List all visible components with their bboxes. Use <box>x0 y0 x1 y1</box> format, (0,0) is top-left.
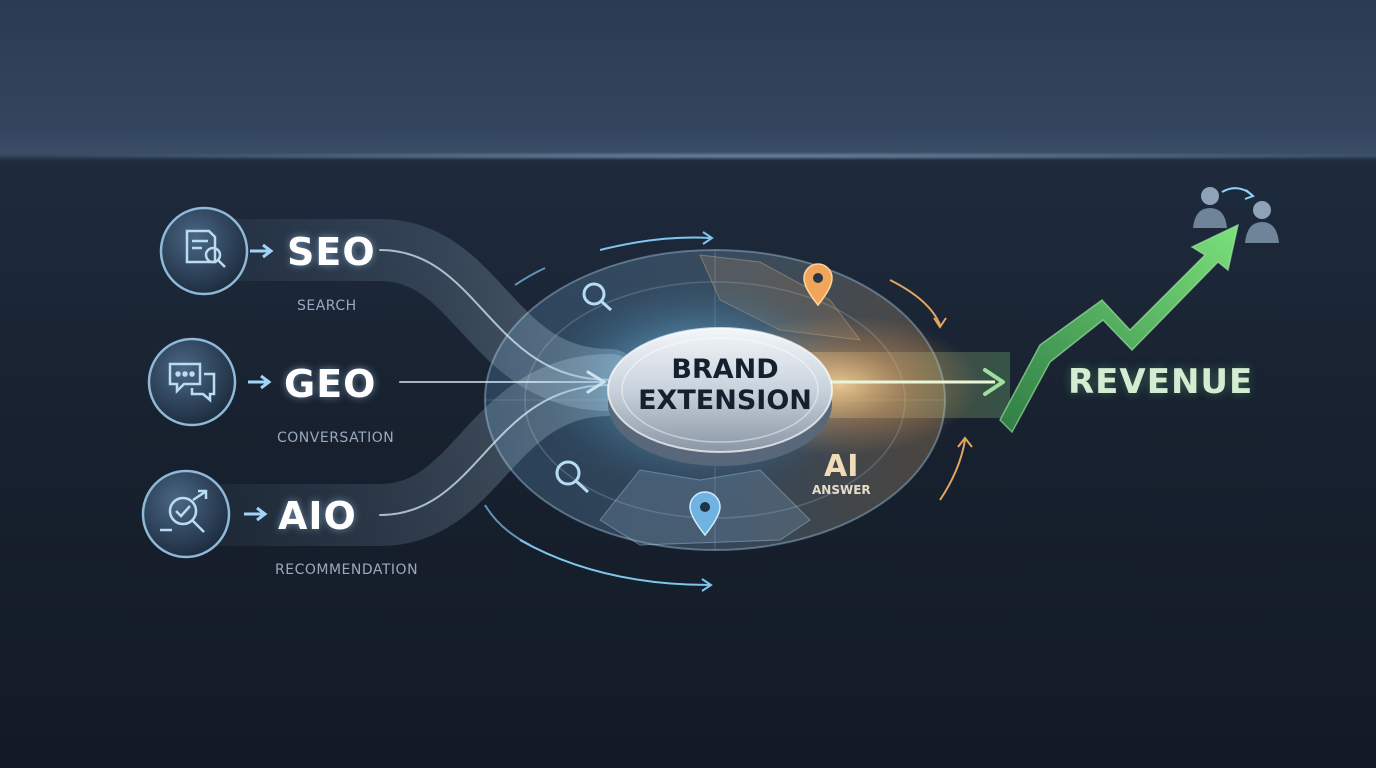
search-icon <box>582 282 613 312</box>
channel-sub-aio: RECOMMENDATION <box>275 562 419 578</box>
hub-label-line2: EXTENSION <box>638 385 812 416</box>
growth-arrow <box>999 223 1240 434</box>
channel-badge-seo <box>159 206 274 296</box>
brand-extension-hub <box>607 327 833 466</box>
location-pin-icon <box>803 263 833 307</box>
search-icon <box>555 460 590 494</box>
hub-label: BRAND EXTENSION <box>615 354 835 416</box>
ai-sub-label: ANSWER <box>812 483 871 497</box>
people-exchange-icon <box>1193 187 1279 243</box>
ai-label: AI <box>824 449 859 484</box>
orbit-arrows <box>484 231 973 592</box>
output-beam <box>790 352 1010 418</box>
location-pin-icon <box>689 491 721 537</box>
chat-bubbles-icon <box>168 362 216 403</box>
revenue-label: REVENUE <box>1068 362 1254 402</box>
channel-badge-geo <box>147 337 272 427</box>
channel-label-seo: SEO <box>287 230 376 274</box>
channel-sub-seo: SEARCH <box>297 298 357 314</box>
horizon-glow <box>0 152 1376 160</box>
channel-sub-geo: CONVERSATION <box>277 430 395 446</box>
hub-label-line1: BRAND <box>671 354 779 385</box>
target-check-icon <box>160 489 208 533</box>
channel-label-geo: GEO <box>284 362 377 406</box>
document-search-icon <box>185 229 226 268</box>
channel-label-aio: AIO <box>278 494 357 538</box>
channel-badge-aio <box>141 469 268 559</box>
